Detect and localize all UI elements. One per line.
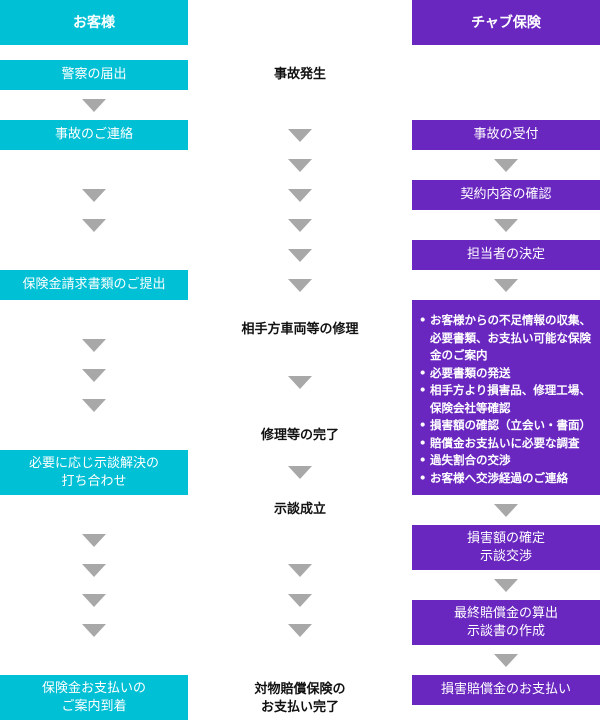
chubb-step-assign: 担当者の決定 [412,240,600,270]
down-arrow-icon [494,579,518,592]
down-arrow-icon [494,279,518,292]
down-arrow-icon [288,594,312,607]
down-arrow-icon [82,624,106,637]
middle-step-payment-complete: 対物賠償保険の お支払い完了 [254,682,346,715]
customer-step-settlement-meeting: 必要に応じ示談解決の 打ち合わせ [0,450,188,495]
down-arrow-icon [288,129,312,142]
chubb-header: チャブ保険 [412,0,600,45]
down-arrow-icon [288,376,312,389]
down-arrow-icon [288,219,312,232]
down-arrow-icon [82,534,106,547]
customer-step-police-report: 警察の届出 [0,60,188,90]
down-arrow-icon [82,339,106,352]
chubb-step-reception: 事故の受付 [412,120,600,150]
task-item: 過失割合の交渉 [419,452,600,470]
down-arrow-icon [494,219,518,232]
customer-header: お客様 [0,0,188,45]
down-arrow-icon [82,594,106,607]
down-arrow-icon [82,219,106,232]
task-item: お客様へ交渉経過のご連絡 [419,470,600,488]
task-item: 相手方より損害品、修理工場、保険会社等確認 [419,382,600,417]
middle-step-repair-complete: 修理等の完了 [260,428,339,443]
down-arrow-icon [82,189,106,202]
task-item: お客様からの不足情報の収集、必要書類、お支払い可能な保険金のご案内 [419,312,600,365]
down-arrow-icon [288,249,312,262]
down-arrow-icon [288,159,312,172]
down-arrow-icon [288,189,312,202]
middle-step-accident: 事故発生 [273,67,326,82]
down-arrow-icon [82,564,106,577]
down-arrow-icon [288,279,312,292]
customer-step-contact: 事故のご連絡 [0,120,188,150]
chubb-step-payment: 損害賠償金のお支払い [412,675,600,705]
down-arrow-icon [494,654,518,667]
down-arrow-icon [82,399,106,412]
down-arrow-icon [288,624,312,637]
task-item: 必要書類の発送 [419,365,600,383]
down-arrow-icon [494,159,518,172]
middle-step-repair: 相手方車両等の修理 [241,322,359,337]
chubb-step-final-calculation: 最終賠償金の算出 示談書の作成 [412,600,600,645]
customer-step-payment-notice: 保険金お支払いの ご案内到着 [0,675,188,720]
middle-step-settlement: 示談成立 [273,502,326,517]
chubb-task-list: お客様からの不足情報の収集、必要書類、お支払い可能な保険金のご案内 必要書類の発… [412,300,600,495]
chubb-step-contract-check: 契約内容の確認 [412,180,600,210]
down-arrow-icon [82,99,106,112]
task-item: 損害額の確認（立会い・書面） [419,417,600,435]
customer-step-submit-documents: 保険金請求書類のご提出 [0,270,188,300]
down-arrow-icon [494,504,518,517]
down-arrow-icon [82,369,106,382]
chubb-step-damage-assessment: 損害額の確定 示談交渉 [412,525,600,570]
down-arrow-icon [288,466,312,479]
task-item: 賠償金お支払いに必要な調査 [419,435,600,453]
down-arrow-icon [288,564,312,577]
